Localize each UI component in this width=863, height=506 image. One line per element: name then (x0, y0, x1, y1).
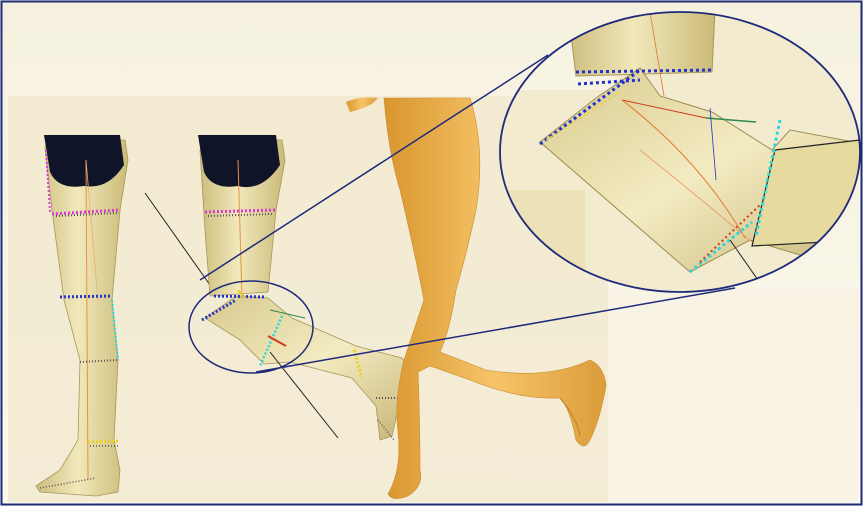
background-panel-right (608, 290, 858, 502)
